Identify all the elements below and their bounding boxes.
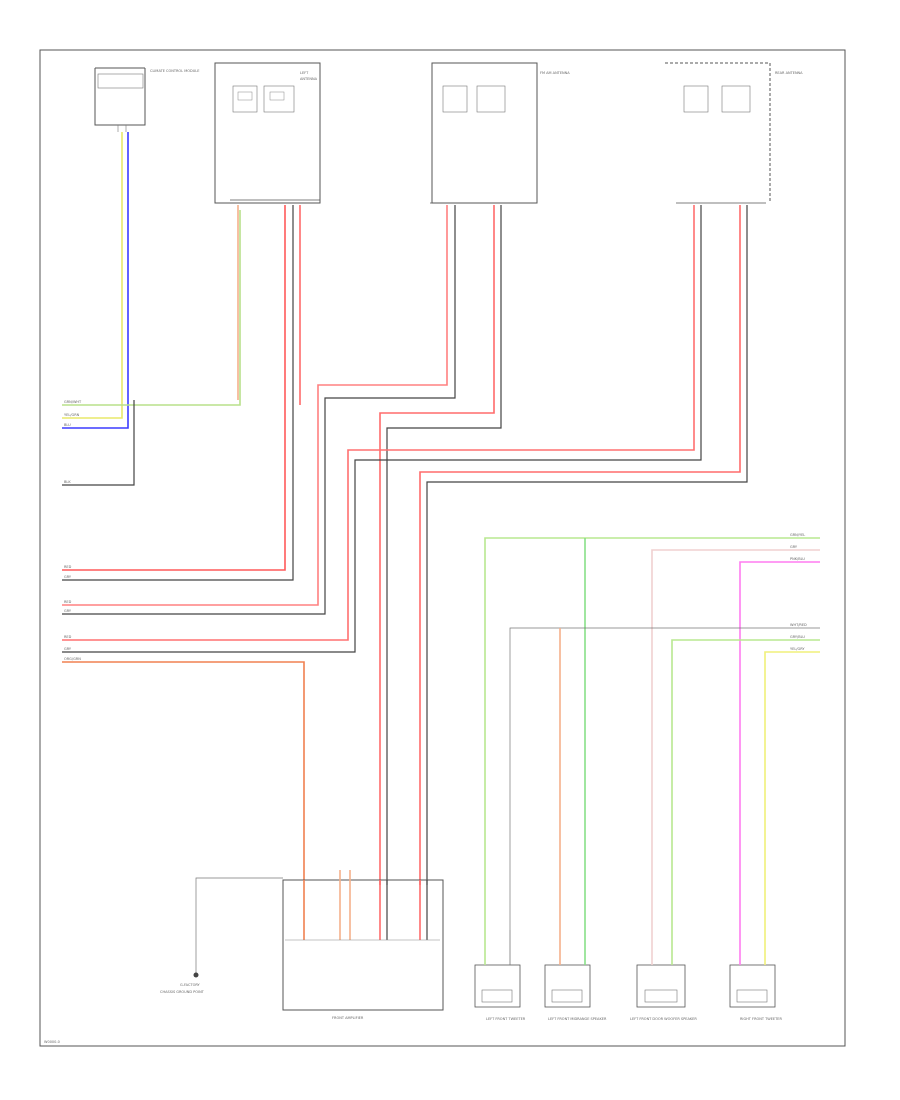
rear-antenna-label: REAR ANTENNA (775, 71, 803, 75)
front-amplifier: FRONT AMPLIFIER (282, 870, 444, 1020)
tag-10: GRY (64, 647, 72, 651)
center-wires (62, 205, 502, 910)
left-wire-tags: GRN/WHT YEL/GRN BLU BLK RED GRY RED GRY … (64, 400, 82, 661)
speaker-2-label: LEFT FRONT MIDRANGE SPEAKER (548, 1017, 607, 1021)
rtag-2: GRY (790, 545, 798, 549)
tag-7: RED (64, 600, 72, 604)
diagram-frame (39, 49, 846, 1047)
svg-text:LEFT: LEFT (300, 71, 309, 75)
speaker-4: RIGHT FRONT TWEETER (729, 930, 782, 1021)
rear-antenna-module: REAR ANTENNA (665, 62, 803, 203)
right-wire-tags: GRN/YEL GRY PNK/BLU WHT/RED GRY/BLU YEL/… (790, 533, 807, 651)
rtag-1: GRN/YEL (790, 533, 805, 537)
tag-5: RED (64, 565, 72, 569)
rtag-6: YEL/GRY (790, 647, 805, 651)
speaker-2: LEFT FRONT MIDRANGE SPEAKER (544, 930, 607, 1021)
speaker-3: LEFT FRONT DOOR WOOFER SPEAKER (630, 930, 697, 1021)
module-connectors (230, 199, 766, 204)
tag-4: BLK (64, 480, 71, 484)
tag-2: YEL/GRN (64, 413, 80, 417)
svg-text:ANTENNA: ANTENNA (300, 77, 318, 81)
tag-1: GRN/WHT (64, 400, 82, 404)
center-module-label: FM AM ANTENNA (540, 71, 570, 75)
rtag-3: PNK/BLU (790, 557, 805, 561)
speaker-1: LEFT FRONT TWEETER (474, 930, 526, 1021)
speaker-1-label: LEFT FRONT TWEETER (486, 1017, 526, 1021)
rtag-5: GRY/BLU (790, 635, 805, 639)
ground-label: G-FACTORY (180, 983, 201, 987)
amp-power-wire (62, 661, 305, 880)
antenna-module-label: CLIMATE CONTROL MODULE (150, 69, 199, 73)
tag-3: BLU (64, 423, 71, 427)
speaker-4-label: RIGHT FRONT TWEETER (740, 1017, 782, 1021)
center-module: FM AM ANTENNA (431, 62, 570, 204)
head-unit-module: LEFT ANTENNA (214, 62, 321, 204)
front-amp-label: FRONT AMPLIFIER (332, 1016, 364, 1020)
ground-sublabel: CHASSIS GROUND POINT (160, 990, 205, 994)
tag-6: GRY (64, 575, 72, 579)
antenna-module: CLIMATE CONTROL MODULE (94, 67, 199, 132)
speaker-3-label: LEFT FRONT DOOR WOOFER SPEAKER (630, 1017, 697, 1021)
page-code: W0000-0 (44, 1040, 60, 1044)
ground-point: G-FACTORY CHASSIS GROUND POINT (160, 877, 283, 994)
tag-9: RED (64, 635, 72, 639)
tag-11: ORG/GRN (64, 657, 81, 661)
head-unit-wires (62, 205, 301, 581)
rear-wires (62, 205, 748, 910)
speaker-feed-wires (484, 537, 820, 930)
tag-8: GRY (64, 609, 72, 613)
antenna-wires (62, 132, 241, 486)
rtag-4: WHT/RED (790, 623, 807, 627)
